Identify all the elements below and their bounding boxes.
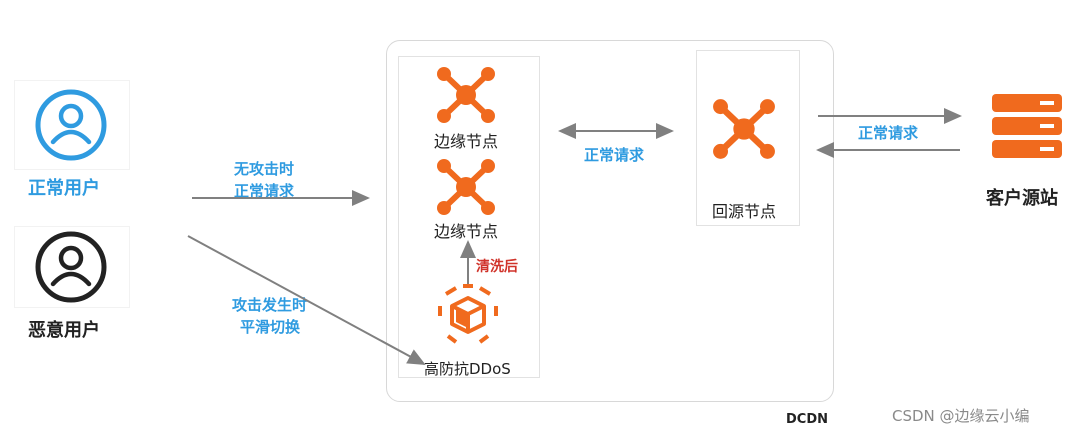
ddos-label: 高防抗DDoS bbox=[424, 360, 511, 378]
origin-node-icon bbox=[712, 98, 776, 164]
origin-node-label: 回源节点 bbox=[712, 202, 777, 221]
dcdn-container bbox=[386, 40, 834, 402]
server-icon bbox=[990, 92, 1064, 164]
edge-node-2-label: 边缘节点 bbox=[434, 222, 499, 241]
arrow-attack-switch bbox=[187, 235, 426, 365]
attack-label-1: 攻击发生时 bbox=[232, 296, 308, 314]
attack-label-2: 平滑切换 bbox=[240, 318, 301, 336]
origin-node-panel bbox=[696, 50, 800, 226]
malicious-user-label: 恶意用户 bbox=[28, 320, 100, 341]
cleaned-label: 清洗后 bbox=[476, 259, 518, 275]
malicious-user-icon bbox=[24, 230, 118, 308]
normal-user-icon bbox=[24, 88, 118, 166]
edge-node-1-label: 边缘节点 bbox=[434, 132, 499, 151]
no-attack-label-1: 无攻击时 bbox=[234, 160, 295, 178]
source-label: 客户源站 bbox=[986, 188, 1058, 209]
ddos-protection-icon bbox=[436, 284, 500, 350]
dcdn-label: DCDN bbox=[786, 412, 829, 427]
edge-nodes-panel bbox=[398, 56, 540, 378]
edge-to-origin-label: 正常请求 bbox=[584, 146, 645, 164]
edge-node-2-icon bbox=[436, 158, 496, 220]
normal-user-label: 正常用户 bbox=[28, 178, 100, 199]
edge-node-1-icon bbox=[436, 66, 496, 128]
watermark: CSDN @边缘云小编 bbox=[892, 407, 1030, 425]
no-attack-label-2: 正常请求 bbox=[234, 182, 295, 200]
origin-to-source-label: 正常请求 bbox=[858, 124, 919, 142]
